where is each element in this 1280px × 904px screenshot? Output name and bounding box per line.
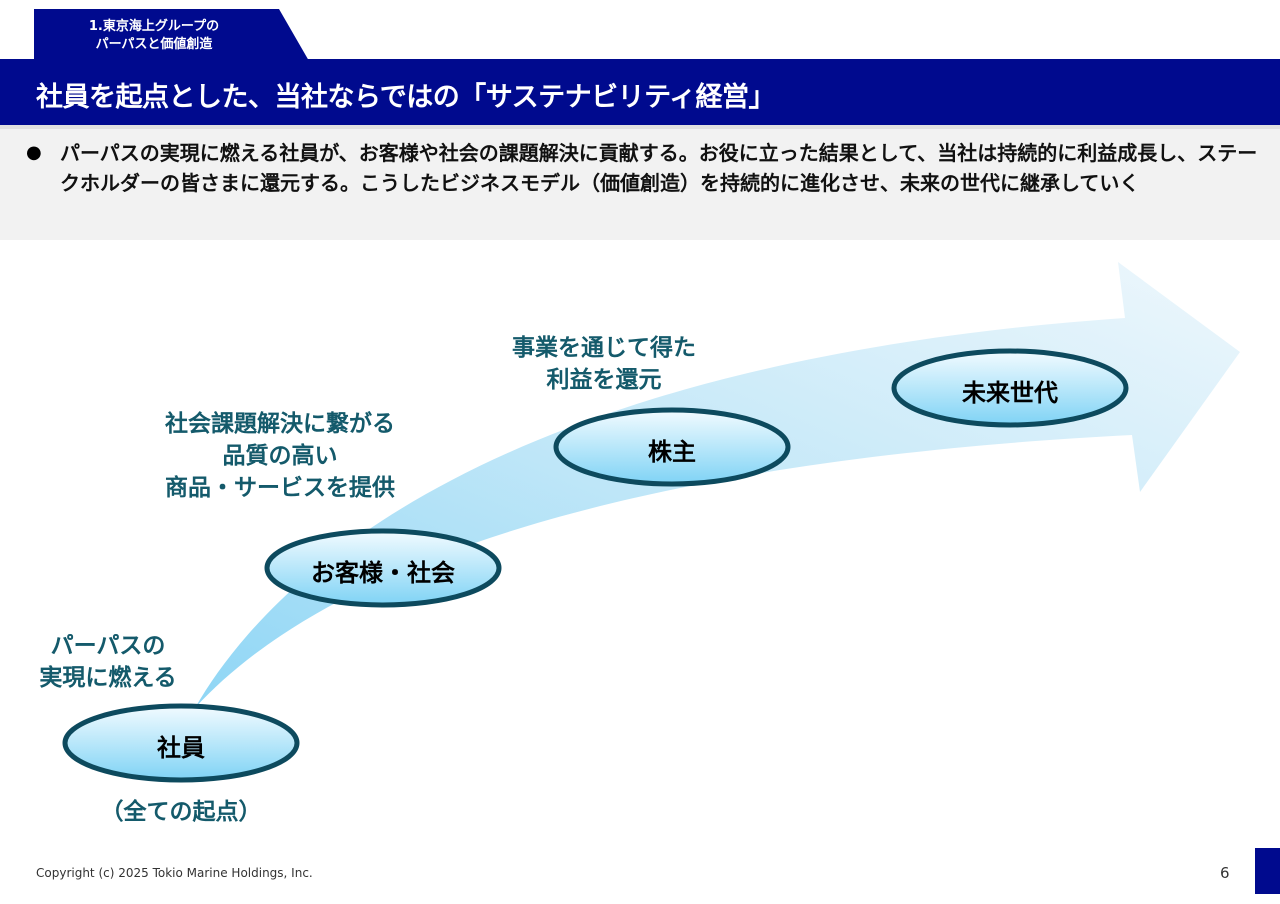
label-employee: パーパスの 実現に燃える xyxy=(8,630,208,694)
bullet-icon: ● xyxy=(26,142,42,163)
ellipse-employee xyxy=(62,703,300,783)
node-customer: お客様・社会 xyxy=(311,559,455,587)
copyright: Copyright (c) 2025 Tokio Marine Holdings… xyxy=(36,866,313,880)
node-employee: 社員 xyxy=(157,734,205,762)
lead-text: パーパスの実現に燃える社員が、お客様や社会の課題解決に貢献する。お役に立った結果… xyxy=(60,141,1258,195)
lead-box: ● パーパスの実現に燃える社員が、お客様や社会の課題解決に貢献する。お役に立った… xyxy=(0,129,1280,240)
section-tab: 1.東京海上グループのパーパスと価値創造 xyxy=(34,9,309,61)
title-bar: 社員を起点とした、当社ならではの「サステナビリティ経営」 xyxy=(0,59,1280,129)
label-shareholder-line2: 利益を還元 xyxy=(546,367,662,393)
node-future: 未来世代 xyxy=(962,379,1058,407)
section-tab-line1: 1.東京海上グループの xyxy=(88,19,220,34)
label-employee-line2: 実現に燃える xyxy=(39,665,177,691)
node-shareholder: 株主 xyxy=(648,438,696,466)
section-tab-line2: パーパスと価値創造 xyxy=(95,37,213,52)
label-customer-line1: 社会課題解決に繋がる xyxy=(165,411,395,437)
label-employee-line1: パーパスの xyxy=(50,633,166,659)
page-number: 6 xyxy=(1220,864,1230,882)
page-accent-bar xyxy=(1255,848,1280,894)
ellipse-customer xyxy=(264,528,502,608)
ellipse-future xyxy=(891,348,1129,428)
ellipse-shareholder xyxy=(553,407,791,487)
label-customer-line2: 品質の高い xyxy=(222,443,338,469)
page-title: 社員を起点とした、当社ならではの「サステナビリティ経営」 xyxy=(36,82,776,113)
label-shareholder-line1: 事業を通じて得た xyxy=(512,335,696,361)
label-customer-line3: 商品・サービスを提供 xyxy=(165,475,395,501)
label-employee-sub: （全ての起点） xyxy=(100,799,262,825)
label-customer: 社会課題解決に繋がる 品質の高い 商品・サービスを提供 xyxy=(120,408,440,504)
label-shareholder: 事業を通じて得た 利益を還元 xyxy=(474,332,734,396)
